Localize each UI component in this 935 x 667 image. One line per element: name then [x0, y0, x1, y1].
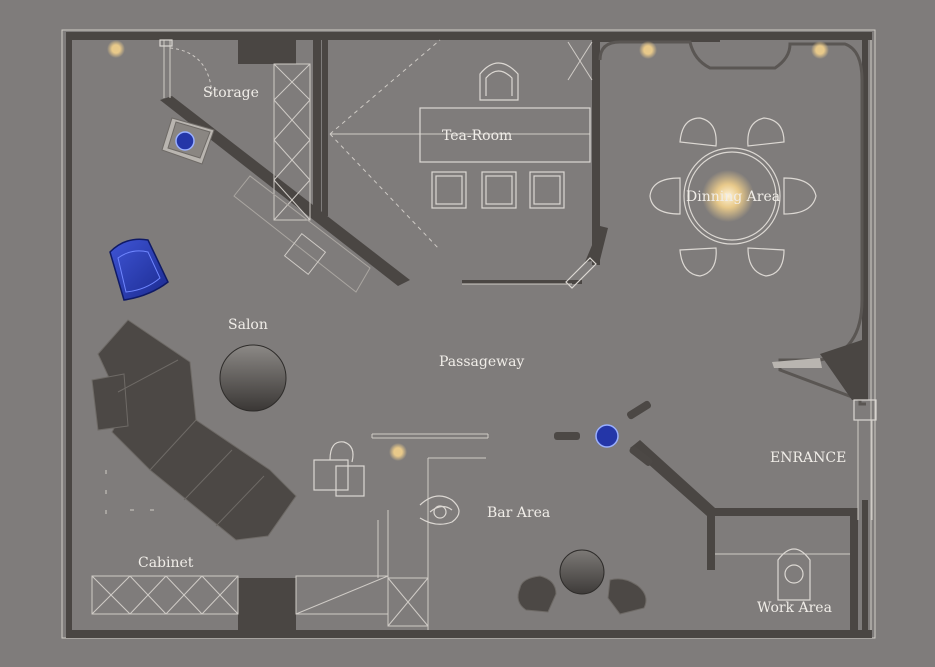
dining-table — [649, 117, 817, 277]
label-dining-area: Dinning Area — [686, 189, 780, 205]
armchair-icon — [479, 62, 519, 101]
entrance-sensor — [554, 400, 653, 466]
walls — [66, 32, 872, 638]
dining-chairs — [649, 117, 817, 277]
ceiling-light-icon — [389, 443, 407, 461]
diagonal-counter — [233, 175, 371, 293]
armchair-icon — [777, 548, 811, 601]
salon-sofa — [91, 319, 297, 541]
tea-room — [329, 39, 597, 289]
storage-room — [159, 39, 215, 165]
shelving-column — [273, 41, 593, 221]
side-marks — [105, 470, 154, 514]
plant-icon — [419, 495, 460, 525]
label-cabinet: Cabinet — [138, 555, 194, 571]
round-ottoman — [219, 344, 287, 412]
tea-room-chairs — [431, 171, 565, 209]
label-storage: Storage — [203, 85, 259, 101]
entrance-door — [772, 358, 877, 520]
blue-armchair — [109, 238, 169, 301]
label-bar-area: Bar Area — [487, 505, 550, 521]
label-work-area: Work Area — [757, 600, 832, 616]
ceiling-lights — [107, 40, 829, 461]
blue-sensor-icon — [175, 131, 195, 151]
blue-sensor-icon — [595, 424, 619, 448]
ceiling-light-icon — [639, 41, 657, 59]
label-entrance: ENRANCE — [770, 450, 846, 466]
work-area — [715, 548, 850, 601]
door-swing-icon — [169, 47, 213, 97]
label-passageway: Passageway — [439, 354, 524, 370]
bar-chairs — [313, 441, 365, 497]
room-labels: Storage Tea-Room Dinning Area Salon Pass… — [138, 85, 846, 616]
door-swing-icon — [565, 257, 597, 289]
label-salon: Salon — [228, 317, 268, 333]
ceiling-light-icon — [811, 41, 829, 59]
ceiling-light-icon — [107, 40, 125, 58]
bar-area — [313, 433, 647, 630]
label-tea-room: Tea-Room — [442, 128, 512, 144]
cabinet-shelving — [91, 575, 429, 627]
